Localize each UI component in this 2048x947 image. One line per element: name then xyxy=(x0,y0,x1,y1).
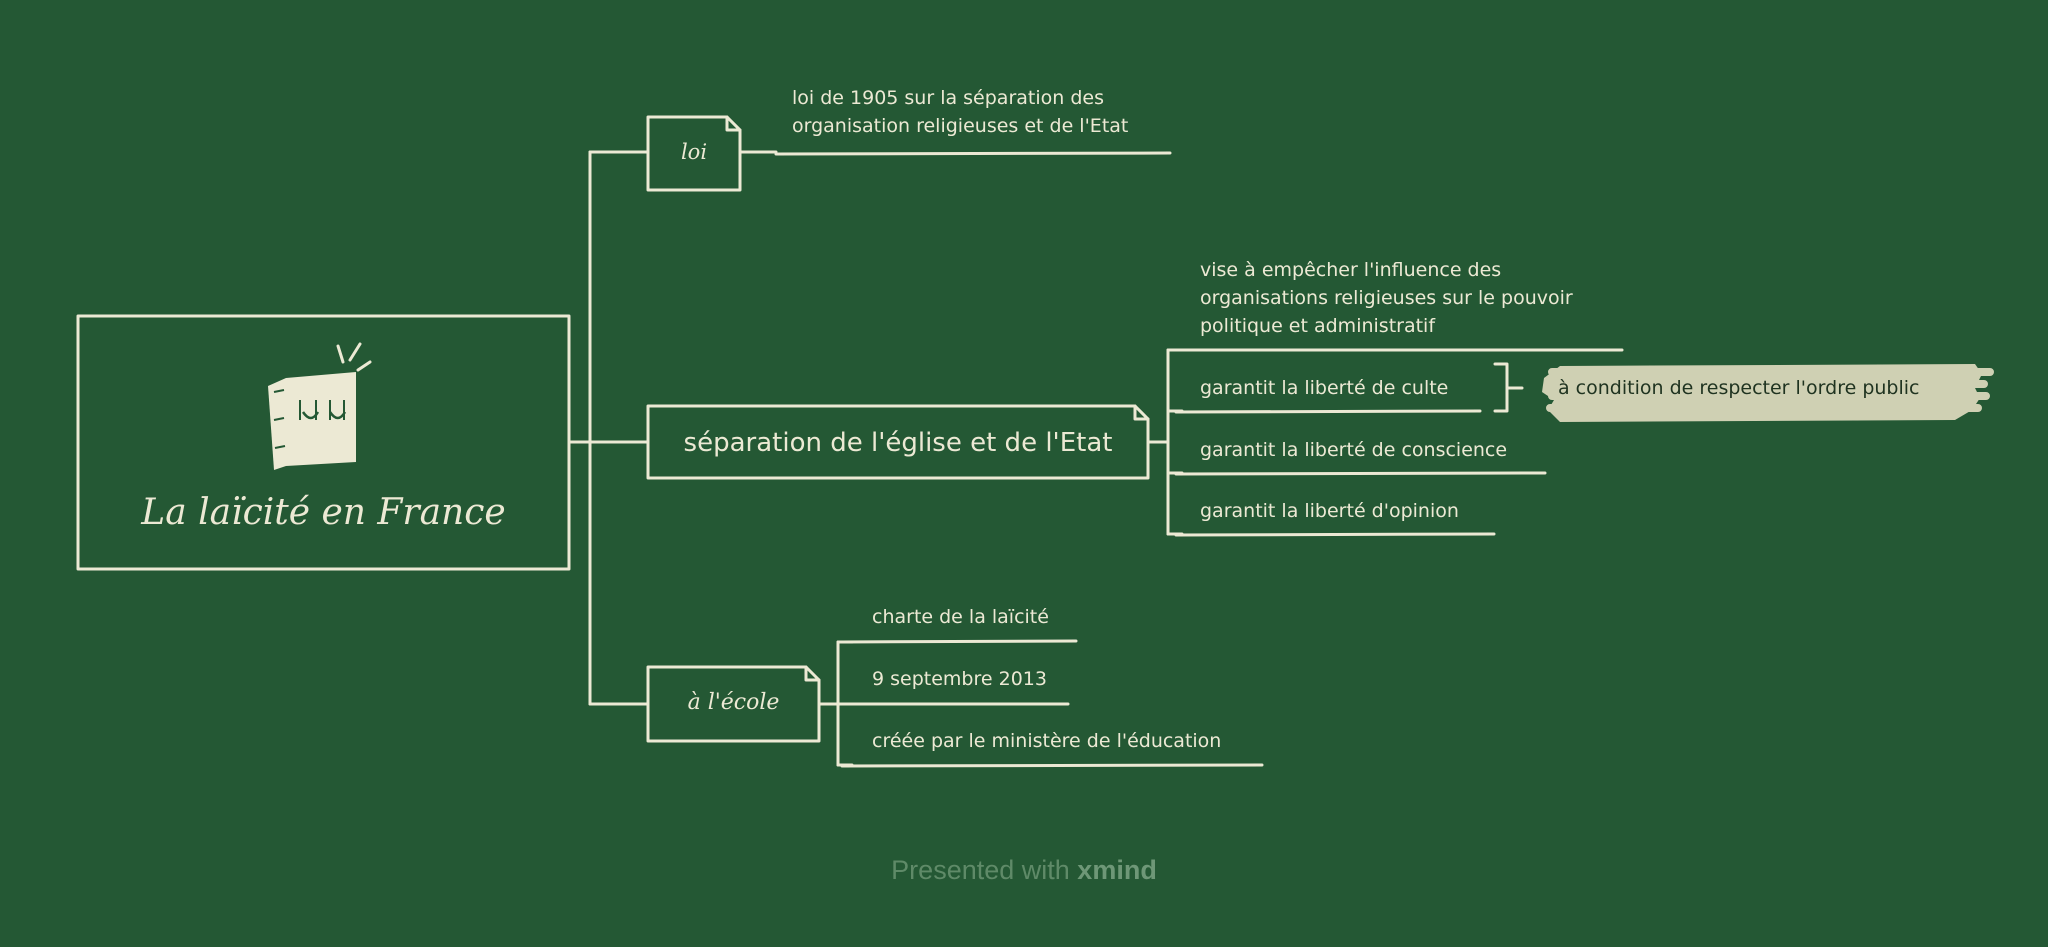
loi-child-text[interactable]: loi de 1905 sur la séparation des organi… xyxy=(792,87,1129,137)
ecole-child-date[interactable]: 9 septembre 2013 xyxy=(872,668,1047,690)
underline-opinion xyxy=(1174,532,1496,537)
branch-ecole-frame xyxy=(646,665,821,743)
boundary-note[interactable]: à condition de respecter l'ordre public xyxy=(1558,377,1920,399)
boundary-highlight xyxy=(1542,364,1994,422)
root-title[interactable]: La laïcité en France xyxy=(141,492,506,533)
underline-charte xyxy=(840,639,1078,644)
underline-conscience xyxy=(1174,471,1547,476)
underline-culte xyxy=(1174,409,1482,414)
branch-loi-frame xyxy=(646,115,742,192)
main-connectors xyxy=(567,150,650,706)
ecole-child-charte[interactable]: charte de la laïcité xyxy=(872,606,1049,628)
boundary-bracket xyxy=(1493,362,1509,413)
footer-brand[interactable]: xmind xyxy=(1077,855,1157,885)
separation-child-culte[interactable]: garantit la liberté de culte xyxy=(1200,377,1449,399)
footer-prefix: Presented with xyxy=(891,855,1070,885)
separation-child-vise[interactable]: vise à empêcher l'influence des organisa… xyxy=(1200,259,1573,337)
separation-child-opinion[interactable]: garantit la liberté d'opinion xyxy=(1200,500,1459,522)
ecole-child-ministere[interactable]: créée par le ministère de l'éducation xyxy=(872,730,1222,752)
branch-ecole-label[interactable]: à l'école xyxy=(687,690,780,715)
underline-loi-child xyxy=(774,151,1172,156)
branch-separation-frame xyxy=(646,404,1150,480)
book-icon xyxy=(268,342,372,470)
underline-ministere xyxy=(840,763,1264,768)
separation-child-conscience[interactable]: garantit la liberté de conscience xyxy=(1200,439,1508,461)
branch-separation-label[interactable]: séparation de l'église et de l'Etat xyxy=(683,428,1113,458)
branch-loi-label[interactable]: loi xyxy=(680,140,708,164)
footer-credit: Presented with xmind xyxy=(0,855,2048,886)
